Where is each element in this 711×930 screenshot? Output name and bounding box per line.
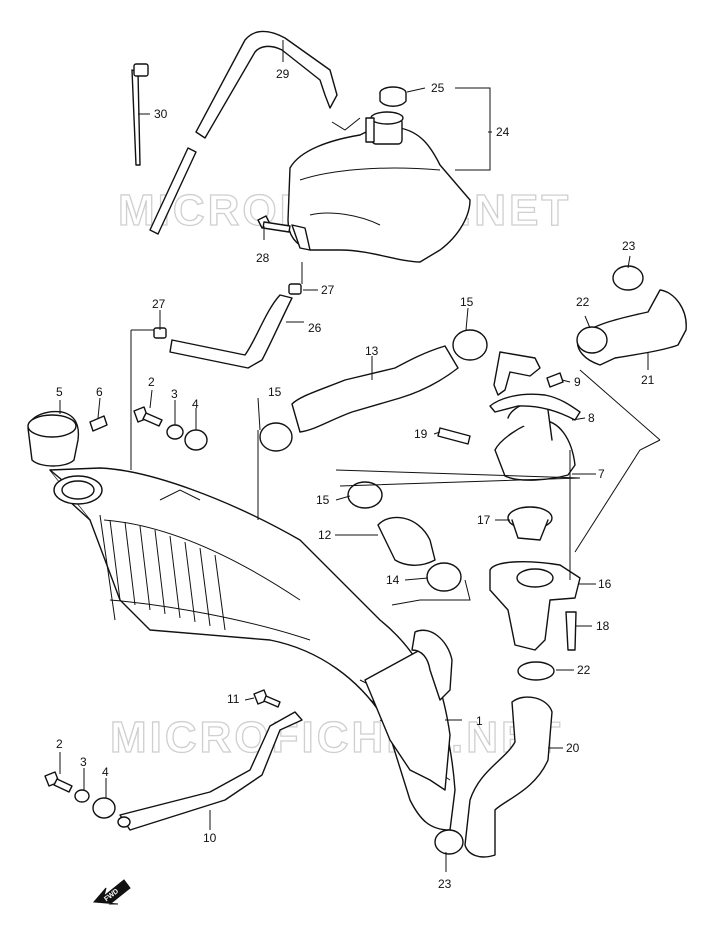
callout-25: 25 — [431, 81, 445, 95]
reservoir-tank — [287, 111, 471, 263]
bracket-10 — [117, 711, 303, 831]
hose-clamp-15-left — [259, 422, 293, 452]
radiator-inlet-hose-13 — [291, 345, 459, 433]
bolt-6 — [89, 415, 108, 432]
radiator-cap — [27, 410, 80, 467]
callout-26: 26 — [308, 321, 322, 335]
callout-23-top: 23 — [622, 239, 636, 253]
callout-4-bottom: 4 — [102, 765, 109, 779]
bracket-arm-9 — [493, 351, 541, 396]
hose-clamp-15-mid — [347, 481, 383, 509]
hose-clamp-30 — [131, 63, 149, 166]
clamp-27-top — [288, 283, 302, 295]
hose-clamp-15-top — [452, 329, 488, 361]
washer-3-top — [166, 424, 184, 440]
callout-11: 11 — [227, 692, 240, 706]
thermostat-cover-7 — [494, 401, 576, 481]
callout-8: 8 — [588, 411, 595, 425]
callout-15-mid: 15 — [316, 493, 330, 507]
callout-18: 18 — [596, 619, 610, 633]
callout-29: 29 — [276, 67, 290, 81]
grommet-4-bottom — [92, 797, 116, 819]
bolt-2-top — [133, 406, 163, 427]
callout-27-left: 27 — [152, 297, 166, 311]
callout-17: 17 — [477, 513, 491, 527]
hose-clamp-23-top — [612, 265, 644, 291]
lower-hose-20 — [464, 696, 553, 858]
callout-30: 30 — [154, 107, 168, 121]
bracket-8 — [489, 393, 581, 421]
sensor-19 — [437, 427, 471, 445]
callout-15-top: 15 — [460, 295, 474, 309]
grommet-4-top — [184, 429, 208, 451]
thermostat-case-16 — [489, 561, 581, 651]
reservoir-cap — [379, 86, 407, 107]
bolt-18 — [565, 611, 577, 651]
bolt-2-bottom — [44, 771, 73, 793]
callout-22-top: 22 — [576, 295, 590, 309]
thermostat-17 — [507, 506, 553, 541]
callout-9: 9 — [574, 375, 581, 389]
hose-clamp-22-bottom — [517, 661, 555, 681]
callout-3-bottom: 3 — [80, 755, 87, 769]
callout-14: 14 — [386, 573, 400, 587]
watermark-bottom: MICROFICHES.NET — [110, 713, 563, 762]
callout-21: 21 — [641, 373, 655, 387]
bolt-11 — [253, 689, 281, 708]
hose-12 — [377, 516, 436, 566]
leader-lines — [59, 40, 661, 872]
callout-16: 16 — [598, 577, 612, 591]
callout-numbers: 1 2 2 3 3 4 4 5 6 7 8 9 10 11 12 13 14 1… — [56, 67, 655, 891]
callout-4-top: 4 — [192, 397, 199, 411]
washer-3-bottom — [74, 789, 90, 803]
overflow-hose — [149, 30, 338, 235]
callout-24: 24 — [496, 125, 510, 139]
callout-27-right: 27 — [321, 283, 335, 297]
callout-10: 10 — [203, 831, 217, 845]
callout-20: 20 — [566, 741, 580, 755]
callout-7: 7 — [598, 467, 605, 481]
radiator-core-fins — [109, 519, 226, 631]
bolt-9 — [546, 372, 564, 388]
callout-6: 6 — [96, 385, 103, 399]
radiator-fill-neck — [53, 475, 103, 505]
callout-15-left: 15 — [268, 385, 282, 399]
forward-arrow-icon: FWD — [92, 879, 131, 905]
callout-19: 19 — [414, 427, 428, 441]
hose-clamp-23-bottom — [434, 829, 464, 855]
radiator-outlet-pipe — [411, 629, 453, 701]
callout-22-bottom: 22 — [577, 663, 591, 677]
callout-1: 1 — [476, 714, 483, 728]
callout-23-bottom: 23 — [438, 877, 452, 891]
callout-2-top: 2 — [148, 375, 155, 389]
hose-clamp-22-top — [576, 326, 608, 354]
hose-clamp-14 — [426, 562, 462, 592]
callout-28: 28 — [256, 251, 270, 265]
bolt-28 — [257, 215, 291, 233]
callout-5: 5 — [56, 385, 63, 399]
callout-12: 12 — [318, 528, 332, 542]
callout-13: 13 — [365, 344, 379, 358]
callout-2-bottom: 2 — [56, 737, 63, 751]
callout-3-top: 3 — [171, 387, 178, 401]
tank-hose-26 — [169, 294, 293, 369]
